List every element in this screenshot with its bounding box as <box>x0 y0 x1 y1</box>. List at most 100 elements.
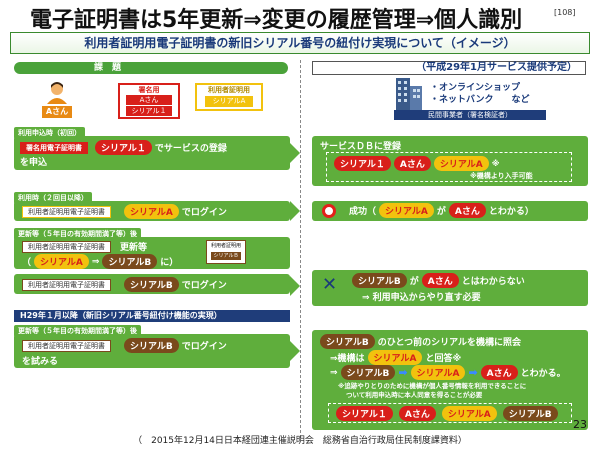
signature-cert-card: 署名用 Aさん シリアル１ <box>118 83 180 119</box>
section-content: 署名用電子証明書 シリアル１ でサービスの登録 <box>20 140 227 155</box>
person-label: Aさん <box>42 106 72 118</box>
serial-pill: シリアルB <box>320 334 375 349</box>
serial-pill: シリアルA <box>433 156 489 171</box>
person-pill: Aさん <box>393 156 431 171</box>
flow-arrow <box>290 341 300 361</box>
result-text: が <box>436 207 446 217</box>
arrow-right-icon: ➡ <box>398 366 408 379</box>
consent-note: ※追跡やりとりのために機構が個人番号情報を利用できることに ついて利用申込時に本… <box>338 382 526 400</box>
slide-code: [108] <box>554 8 576 17</box>
card-text: Aさん <box>126 95 172 105</box>
footer-source: （ 2015年12月14日日本経団連主催説明会 総務省自治行政局住民制度課資料） <box>133 436 467 446</box>
person-pill: Aさん <box>448 203 486 218</box>
serial-pill: シリアルA <box>34 254 89 269</box>
serial-pill: シリアルB <box>502 406 558 421</box>
person-icon <box>42 82 72 114</box>
flow-arrow <box>290 143 300 163</box>
flow-text: （ <box>22 258 32 268</box>
schedule-box: （平成29年1月サービス提供予定） <box>312 61 586 75</box>
result-text: とはわからない <box>461 277 525 287</box>
note-mark: ※ <box>491 159 500 168</box>
flow-text: を申込 <box>20 158 48 168</box>
card-text: シリアル１ <box>126 106 172 116</box>
db-row: シリアル１ Aさん シリアルA ※ <box>334 156 500 171</box>
fail-x-icon: ✕ <box>322 274 338 295</box>
card-text: 利用者証明用 <box>208 86 250 94</box>
service-item: など <box>511 95 530 105</box>
arrow-glyph: ⇒ <box>91 256 100 267</box>
db-box <box>326 152 572 182</box>
note-line: ※追跡やりとりのために機構が個人番号情報を利用できることに <box>338 382 527 390</box>
subtitle-bar: 利用者証明用電子証明書の新旧シリアル番号の紐付け実現について（イメージ） <box>10 32 590 54</box>
service-item: ・オンラインショップ <box>430 83 521 93</box>
section-content: 利用者証明用電子証明書 シリアルB でログイン <box>22 338 227 353</box>
result-text: ⇒ 利用申込からやり直す必要 <box>362 293 481 303</box>
card-text: 利用者証明用 <box>210 243 241 249</box>
result-text: ⇒機構は <box>330 354 365 364</box>
issue-header: 課 題 <box>14 62 288 74</box>
result-row: シリアルB が Aさん とはわからない <box>352 273 525 288</box>
cert-label: 利用者証明用電子証明書 <box>22 240 111 253</box>
arrow-glyph: ⇒ <box>330 367 338 378</box>
services-list: ・オンラインショップ ・ネットバンク など <box>430 82 529 106</box>
db-note: ※機構より入手可能 <box>470 172 533 180</box>
operator-label: 民間事業者（署名検証者） <box>394 110 546 120</box>
result-text: のひとつ前のシリアルを機構に照会 <box>377 338 522 348</box>
success-circle-icon <box>322 203 336 218</box>
serial-pill: シリアルA <box>379 203 434 218</box>
db-row: シリアル１ Aさん シリアルA シリアルB <box>336 406 558 421</box>
section-content: 利用者証明用電子証明書 シリアルB でログイン <box>22 277 227 292</box>
result-text: 成功（ <box>349 207 377 217</box>
arrow-right-icon: ➡ <box>468 366 478 379</box>
result-row: シリアルB のひとつ前のシリアルを機構に照会 <box>320 334 521 349</box>
serial-pill: シリアルA <box>367 350 423 365</box>
serial-pill: シリアル１ <box>336 406 393 421</box>
serial-pill: シリアルB <box>124 338 179 353</box>
card-text: シリアルA <box>205 96 253 107</box>
building-icon <box>392 74 426 110</box>
result-row: 成功（ シリアルA が Aさん とわかる） <box>322 203 534 218</box>
flow-text: でログイン <box>181 281 227 291</box>
slide-title: 電子証明書は5年更新⇒変更の履歴管理⇒個人識別 <box>30 8 523 33</box>
result-text: とわかる） <box>488 207 534 217</box>
flow-arrow <box>290 201 300 221</box>
cert-label: 利用者証明用電子証明書 <box>22 339 111 352</box>
cert-label: 利用者証明用電子証明書 <box>22 278 111 291</box>
note-line: ついて利用申込時に本人同意を得ることが必要 <box>346 391 483 399</box>
flow-text: に） <box>160 258 179 268</box>
person-pill: Aさん <box>398 406 436 421</box>
flow-text: を試みる <box>22 357 59 367</box>
new-cert-card: 利用者証明用 シリアルＢ <box>206 240 246 264</box>
section-content: 利用者証明用電子証明書 更新等 <box>22 240 147 253</box>
serial-pill: シリアル１ <box>95 140 152 155</box>
result-row: ⇒ シリアルB ➡ シリアルA ➡ Aさん とわかる。 <box>330 365 566 380</box>
new-feature-banner: H29年１月以降（新旧シリアル番号紐付け機能の実現） <box>14 310 290 322</box>
flow-text: でログイン <box>181 342 227 352</box>
page-number: 23 <box>573 418 587 431</box>
cert-label: 利用者証明用電子証明書 <box>22 205 111 218</box>
person-pill: Aさん <box>421 273 459 288</box>
card-text: 署名用 <box>138 86 160 94</box>
serial-pill: シリアルA <box>124 204 179 219</box>
service-item: ・ネットバンク <box>430 95 494 105</box>
result-text: と回答※ <box>425 354 462 364</box>
serial-pill: シリアル１ <box>334 156 391 171</box>
flow-text: 更新等 <box>120 243 148 253</box>
db-box <box>328 403 572 423</box>
flow-arrow <box>290 276 300 296</box>
flow-text: でサービスの登録 <box>154 144 227 154</box>
person-pill: Aさん <box>480 365 518 380</box>
result-text: とわかる。 <box>520 369 566 379</box>
serial-pill: シリアルB <box>102 254 158 269</box>
serial-pill: シリアルA <box>410 365 466 380</box>
serial-pill: シリアルB <box>124 277 179 292</box>
serial-pill: シリアルB <box>340 365 396 380</box>
result-row: ⇒機構は シリアルA と回答※ <box>330 350 461 365</box>
result-text: が <box>409 277 419 287</box>
section-content: （ シリアルA ⇒ シリアルB に） <box>22 254 178 269</box>
result-title: サービスＤＢに登録 <box>320 142 402 152</box>
section-content: 利用者証明用電子証明書 シリアルA でログイン <box>22 204 227 219</box>
cert-label: 署名用電子証明書 <box>20 141 88 154</box>
serial-pill: シリアルB <box>352 273 407 288</box>
serial-pill: シリアルA <box>441 406 497 421</box>
